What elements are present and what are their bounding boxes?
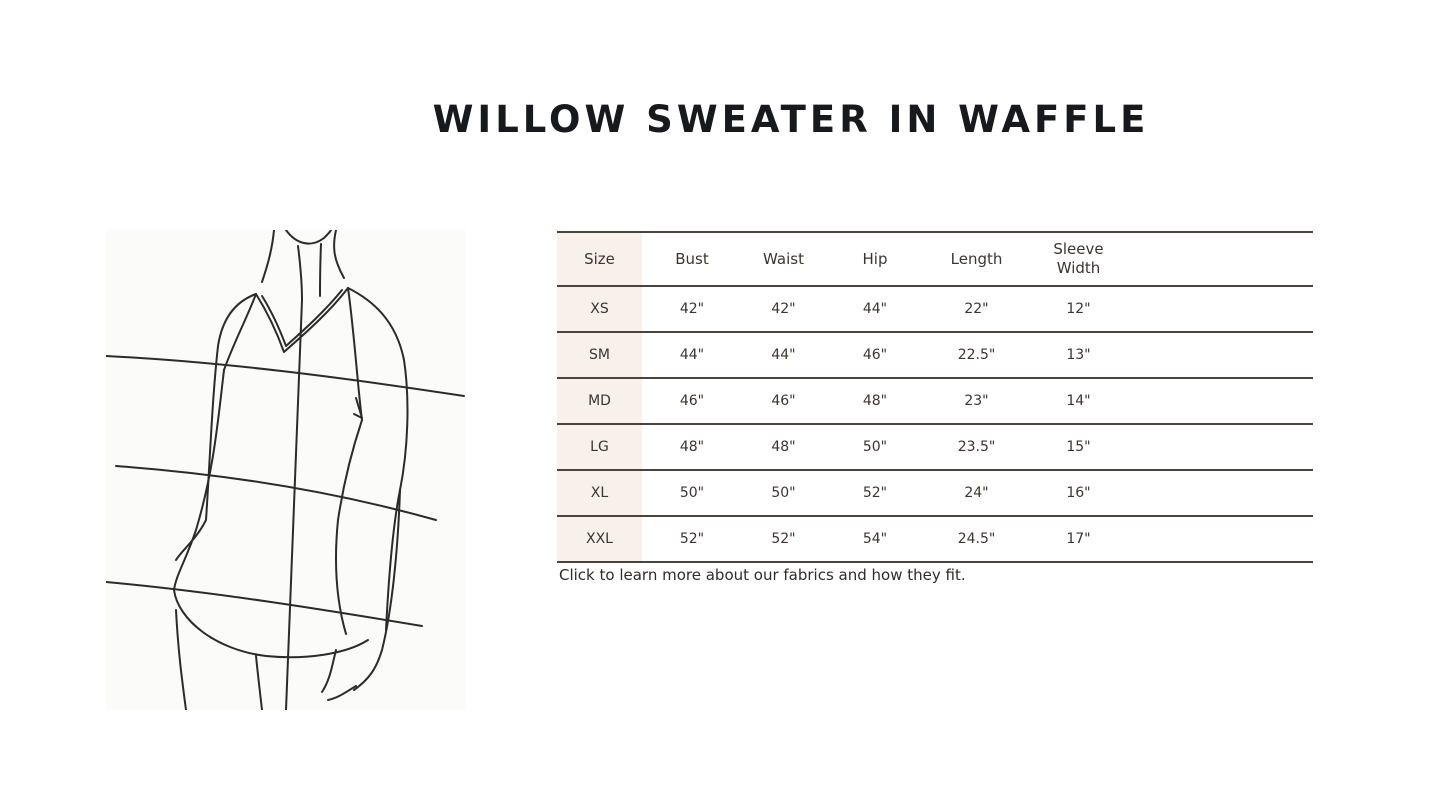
cell-length: 23": [964, 393, 989, 409]
table-row: XL 50" 50" 52" 24" 16": [557, 470, 1313, 516]
table-row: MD 46" 46" 48" 23" 14": [557, 378, 1313, 424]
cell-size: LG: [557, 424, 642, 470]
cell-hip: 50": [862, 439, 888, 455]
cell-bust: 42": [679, 301, 705, 317]
sweater-measurement-sketch: [106, 230, 466, 710]
fabric-fit-link[interactable]: Click to learn more about our fabrics an…: [559, 566, 966, 584]
table-row: XXL 52" 52" 54" 24.5" 17": [557, 516, 1313, 562]
table-row: XS 42" 42" 44" 22" 12": [557, 286, 1313, 332]
cell-bust: 52": [679, 531, 705, 547]
cell-hip: 52": [862, 485, 888, 501]
header-length: Length: [950, 249, 1003, 268]
cell-spacer: [1129, 332, 1313, 378]
cell-length: 23.5": [957, 439, 996, 455]
cell-waist: 46": [771, 393, 796, 409]
cell-bust: 46": [679, 393, 705, 409]
table-header-row: Size Bust Waist Hip Length Sleeve Width: [557, 232, 1313, 286]
cell-bust: 44": [679, 347, 705, 363]
cell-sleeve-width: 12": [1066, 301, 1091, 317]
header-sleeve-width: Sleeve Width: [1053, 240, 1104, 277]
cell-waist: 44": [771, 347, 796, 363]
header-bust: Bust: [675, 249, 709, 268]
header-spacer: [1129, 232, 1313, 286]
header-size: Size: [557, 232, 642, 286]
size-table: Size Bust Waist Hip Length Sleeve Width …: [557, 231, 1313, 563]
size-chart: Size Bust Waist Hip Length Sleeve Width …: [557, 231, 1313, 584]
cell-sleeve-width: 14": [1066, 393, 1091, 409]
cell-waist: 50": [771, 485, 796, 501]
cell-spacer: [1129, 378, 1313, 424]
cell-size: XL: [557, 470, 642, 516]
cell-spacer: [1129, 516, 1313, 562]
cell-waist: 52": [771, 531, 796, 547]
page-title: WILLOW SWEATER IN WAFFLE: [432, 98, 1150, 141]
cell-sleeve-width: 15": [1066, 439, 1091, 455]
cell-hip: 48": [862, 393, 888, 409]
cell-spacer: [1129, 470, 1313, 516]
cell-spacer: [1129, 286, 1313, 332]
cell-hip: 44": [862, 301, 888, 317]
cell-sleeve-width: 16": [1066, 485, 1091, 501]
cell-size: XXL: [557, 516, 642, 562]
cell-waist: 42": [771, 301, 796, 317]
sketch-drawing: [106, 230, 465, 710]
header-hip: Hip: [862, 249, 888, 268]
cell-size: XS: [557, 286, 642, 332]
header-waist: Waist: [763, 249, 804, 268]
table-row: LG 48" 48" 50" 23.5" 15": [557, 424, 1313, 470]
cell-sleeve-width: 13": [1066, 347, 1091, 363]
cell-spacer: [1129, 424, 1313, 470]
cell-waist: 48": [771, 439, 796, 455]
cell-bust: 48": [679, 439, 705, 455]
table-row: SM 44" 44" 46" 22.5" 13": [557, 332, 1313, 378]
cell-bust: 50": [679, 485, 705, 501]
cell-length: 22": [964, 301, 989, 317]
cell-hip: 54": [862, 531, 888, 547]
cell-length: 24.5": [957, 531, 996, 547]
cell-size: MD: [557, 378, 642, 424]
cell-hip: 46": [862, 347, 888, 363]
cell-size: SM: [557, 332, 642, 378]
cell-sleeve-width: 17": [1066, 531, 1091, 547]
cell-length: 24": [964, 485, 989, 501]
cell-length: 22.5": [957, 347, 996, 363]
